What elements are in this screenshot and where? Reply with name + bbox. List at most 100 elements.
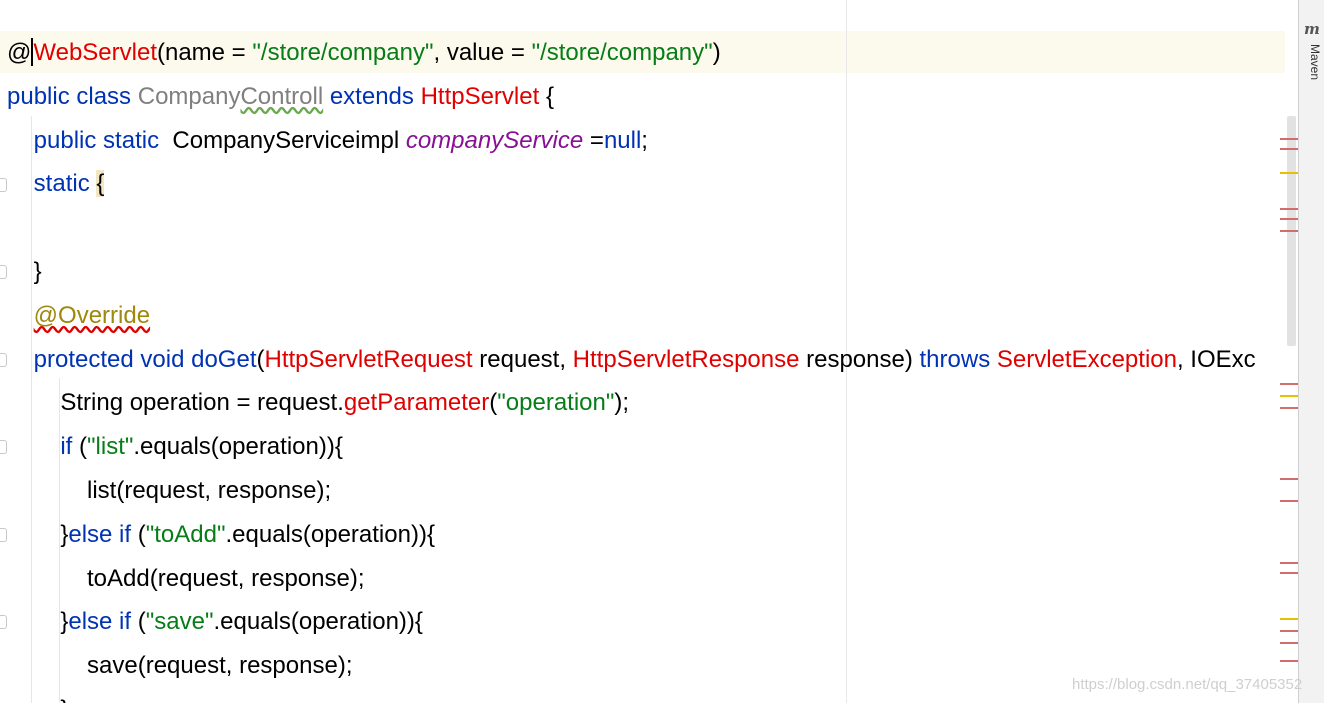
code-token: HttpServletResponse	[572, 345, 800, 373]
fold-marker-icon[interactable]	[0, 528, 7, 542]
code-line[interactable]: static {	[7, 162, 1256, 206]
code-token: (	[489, 389, 498, 417]
code-token: "/store/company"	[252, 39, 434, 66]
code-line[interactable]: toAdd(request, response);	[7, 557, 1256, 601]
right-tool-window-bar	[1298, 0, 1324, 703]
code-line[interactable]: String operation = request.getParameter(…	[7, 381, 1256, 425]
error-marker[interactable]	[1280, 230, 1298, 232]
right-margin-guide	[846, 0, 847, 703]
code-token: null	[603, 126, 642, 154]
code-line[interactable]	[7, 206, 1256, 250]
code-token: (name =	[156, 39, 253, 66]
code-token: throws	[919, 345, 997, 373]
warning-marker[interactable]	[1280, 172, 1298, 174]
fold-marker-icon[interactable]	[0, 615, 7, 629]
code-token: ServletException	[996, 345, 1177, 373]
error-marker[interactable]	[1280, 630, 1298, 632]
current-line-highlight	[0, 31, 1298, 73]
error-marker[interactable]	[1280, 407, 1298, 409]
error-marker[interactable]	[1280, 208, 1298, 210]
code-token: companyService	[405, 126, 584, 154]
indent-guide	[31, 116, 32, 703]
code-token: .equals(operation)){	[213, 608, 423, 636]
error-stripe[interactable]	[1285, 0, 1298, 703]
code-line[interactable]: save(request, response);	[7, 644, 1256, 688]
code-token: =	[583, 126, 604, 154]
code-token: }	[7, 608, 69, 636]
code-token: "save"	[145, 608, 214, 636]
code-token: response)	[799, 345, 920, 373]
code-line[interactable]: @Override	[7, 294, 1256, 338]
code-line[interactable]: }	[7, 250, 1256, 294]
code-token: public class	[7, 82, 138, 110]
watermark: https://blog.csdn.net/qq_37405352	[1072, 676, 1303, 693]
code-area[interactable]: @WebServlet(name = "/store/company", val…	[7, 31, 1256, 703]
code-token: .equals(operation)){	[225, 520, 435, 548]
code-token: String operation = request.	[7, 389, 344, 417]
code-token: ;	[641, 126, 648, 154]
code-token: else if	[68, 608, 132, 636]
code-line[interactable]: protected void doGet(HttpServletRequest …	[7, 338, 1256, 382]
code-token: (	[131, 608, 146, 636]
code-token: "operation"	[497, 389, 615, 417]
error-marker[interactable]	[1280, 218, 1298, 220]
code-token	[7, 302, 34, 329]
code-token: Controll	[240, 82, 324, 110]
code-token: .equals(operation)){	[133, 433, 343, 461]
error-marker[interactable]	[1280, 383, 1298, 385]
indent-guide	[59, 378, 60, 703]
code-token: (	[256, 345, 265, 373]
code-token: "/store/company"	[531, 39, 713, 66]
code-line[interactable]: list(request, response);	[7, 469, 1256, 513]
maven-icon[interactable]: m	[1304, 20, 1320, 38]
code-token: if	[60, 433, 73, 461]
code-line[interactable]: public class CompanyControll extends Htt…	[7, 75, 1256, 119]
fold-marker-icon[interactable]	[0, 178, 7, 192]
error-marker[interactable]	[1280, 138, 1298, 140]
code-line[interactable]: public static CompanyServiceimpl company…	[7, 119, 1256, 163]
code-token: request,	[472, 345, 573, 373]
code-line[interactable]: @WebServlet(name = "/store/company", val…	[7, 31, 1256, 75]
warning-marker[interactable]	[1280, 618, 1298, 620]
code-token: (	[131, 520, 146, 548]
code-token: else if	[68, 520, 132, 548]
maven-tool-window-button[interactable]: Maven	[1308, 44, 1322, 81]
code-line[interactable]: }else if ("toAdd".equals(operation)){	[7, 513, 1256, 557]
fold-marker-icon[interactable]	[0, 440, 7, 454]
error-marker[interactable]	[1280, 562, 1298, 564]
code-token: }	[7, 696, 68, 703]
error-marker[interactable]	[1280, 660, 1298, 662]
code-token: toAdd(request, response);	[7, 564, 365, 592]
code-token: doGet	[191, 345, 257, 373]
code-token: HttpServlet	[420, 82, 540, 110]
fold-marker-icon[interactable]	[0, 353, 7, 367]
error-marker[interactable]	[1280, 500, 1298, 502]
code-token: list(request, response);	[7, 476, 332, 504]
code-token: "list"	[87, 433, 134, 461]
code-token: {	[96, 170, 105, 198]
code-token: , value =	[433, 39, 532, 66]
error-marker[interactable]	[1280, 642, 1298, 644]
code-token: "toAdd"	[145, 520, 226, 548]
code-token: )	[712, 39, 721, 66]
code-token: HttpServletRequest	[264, 345, 473, 373]
code-token: save(request, response);	[7, 652, 353, 680]
code-token: getParameter	[343, 389, 490, 417]
code-token: Company	[137, 82, 241, 110]
error-marker[interactable]	[1280, 478, 1298, 480]
warning-marker[interactable]	[1280, 395, 1298, 397]
code-token: CompanyServiceimpl	[172, 126, 406, 154]
code-token: (	[72, 433, 88, 461]
error-marker[interactable]	[1280, 148, 1298, 150]
code-line[interactable]: }else if ("save".equals(operation)){	[7, 600, 1256, 644]
text-caret	[31, 38, 34, 66]
code-token: {	[539, 82, 554, 110]
code-line[interactable]: if ("list".equals(operation)){	[7, 425, 1256, 469]
code-token: }	[7, 520, 69, 548]
code-token	[7, 214, 14, 241]
error-marker[interactable]	[1280, 572, 1298, 574]
code-line[interactable]: }	[7, 688, 1256, 703]
code-token	[7, 433, 60, 460]
fold-marker-icon[interactable]	[0, 265, 7, 279]
